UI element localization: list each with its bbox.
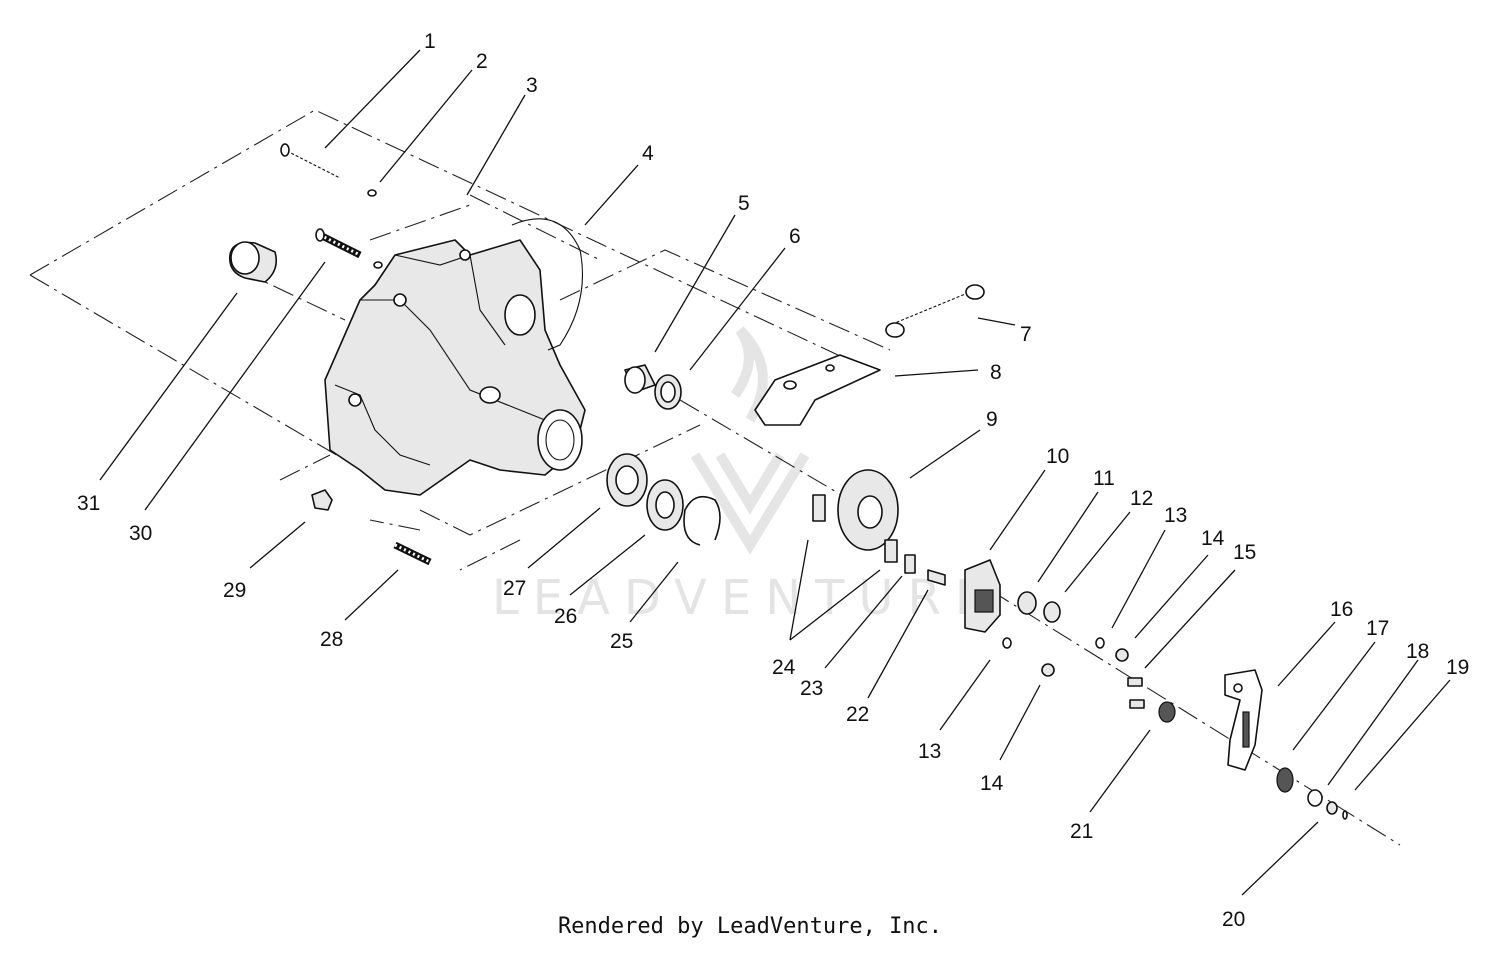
part-washer-18 — [1307, 789, 1323, 807]
callout-9: 9 — [986, 408, 998, 431]
part-gearcase-housing — [324, 239, 586, 496]
part-nut-20 — [1326, 801, 1338, 815]
callout-14-lower: 14 — [980, 772, 1004, 795]
callout-11: 11 — [1093, 467, 1115, 490]
part-bolt-long — [280, 143, 341, 180]
watermark-logo-icon — [690, 326, 810, 555]
callout-13-lower: 13 — [918, 740, 941, 763]
part-seal-26 — [646, 479, 684, 531]
assembly-guide-lines — [29, 109, 1401, 846]
callout-23: 23 — [800, 677, 823, 700]
callout-8: 8 — [990, 361, 1002, 384]
callout-10: 10 — [1046, 445, 1069, 468]
parts — [228, 143, 1348, 820]
callout-1: 1 — [424, 30, 436, 53]
watermark-text: LEADVENTURE — [492, 570, 999, 626]
callout-24: 24 — [772, 656, 796, 679]
callout-5: 5 — [738, 192, 750, 215]
part-clutch-block — [964, 559, 1001, 633]
callout-28: 28 — [320, 628, 343, 651]
part-key — [812, 494, 826, 522]
part-spacer — [1017, 591, 1037, 615]
footer-credit: Rendered by LeadVenture, Inc. — [557, 914, 943, 939]
part-bushing — [228, 241, 278, 283]
part-washer-small — [367, 189, 377, 197]
part-extension-spring — [885, 284, 985, 338]
part-spring-17 — [1276, 767, 1294, 793]
callout-12: 12 — [1130, 487, 1153, 510]
part-key-small — [904, 554, 916, 574]
part-spacer-2 — [1043, 601, 1061, 623]
callout-31: 31 — [77, 492, 100, 515]
callout-21: 21 — [1070, 820, 1093, 843]
callout-7: 7 — [1020, 323, 1032, 346]
callout-22: 22 — [846, 703, 869, 726]
part-nut-14b — [1041, 663, 1055, 677]
callout-13: 13 — [1164, 504, 1187, 527]
part-gasket — [511, 218, 584, 351]
callout-19: 19 — [1446, 656, 1469, 679]
part-drain-plug — [311, 489, 333, 511]
part-washer-13b — [1002, 637, 1012, 649]
part-pulley — [837, 469, 899, 551]
callout-6: 6 — [789, 225, 801, 248]
callout-17: 17 — [1366, 617, 1389, 640]
callout-labels: 1 2 3 4 5 6 7 8 9 10 11 12 13 14 15 16 1… — [77, 30, 1469, 931]
part-key-2 — [884, 539, 898, 563]
callout-14: 14 — [1201, 527, 1225, 550]
callout-3: 3 — [526, 74, 538, 97]
part-lever-arm — [1224, 669, 1263, 771]
leader-lines — [99, 49, 1451, 896]
part-torsion-spring — [1158, 701, 1176, 723]
callout-26: 26 — [554, 605, 577, 628]
part-bolt-short — [315, 228, 383, 269]
part-nut-14 — [1115, 648, 1129, 662]
part-pin — [1127, 677, 1143, 687]
part-ball-bearing — [606, 453, 648, 507]
part-pin-2 — [1129, 699, 1145, 709]
part-bolt-22 — [927, 569, 946, 586]
part-washer-13 — [1095, 637, 1105, 649]
watermark: LEADVENTURE — [492, 326, 999, 626]
callout-20: 20 — [1222, 908, 1245, 931]
callout-4: 4 — [642, 142, 654, 165]
callout-16: 16 — [1330, 598, 1353, 621]
part-bracket-plate — [754, 354, 881, 426]
part-bolt-28 — [393, 541, 432, 566]
part-seal — [654, 374, 682, 410]
callout-25: 25 — [610, 630, 633, 653]
callout-2: 2 — [476, 50, 488, 73]
callout-27: 27 — [503, 577, 526, 600]
callout-18: 18 — [1406, 640, 1429, 663]
part-retaining-ring — [683, 495, 721, 546]
callout-30: 30 — [129, 522, 152, 545]
callout-29: 29 — [223, 579, 246, 602]
part-cotter-19 — [1342, 810, 1348, 820]
callout-15: 15 — [1233, 541, 1256, 564]
part-needle-bearing — [624, 364, 656, 394]
